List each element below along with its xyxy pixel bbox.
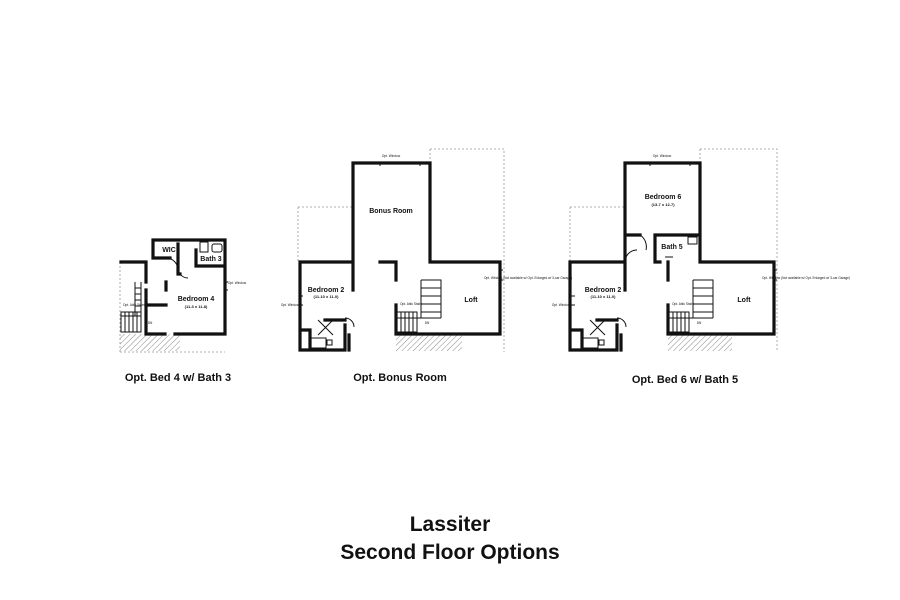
caption-bonus-room: Opt. Bonus Room (353, 372, 447, 384)
room-dims-bedroom2: (11-10 x 11-0) (314, 294, 340, 299)
room-label-bedroom2: Bedroom 2 (308, 287, 345, 294)
room-label-bedroom4: Bedroom 4 (178, 296, 215, 303)
room-dims-bedroom2: (11-10 x 11-0) (591, 294, 617, 299)
opt-window-note-right: Opt. Window (Not available w/ Opt. Enlar… (484, 276, 572, 280)
plan-bed6-bath5: Bedroom 6 (13-7 x 12-7) Bath 5 Bedroom 2… (552, 148, 850, 352)
attic-stairs-note: Opt. Attic Stairs (123, 303, 145, 307)
room-label-bath5: Bath 5 (661, 244, 683, 251)
opt-window-note-left: Opt. Window (552, 303, 571, 307)
page-title: Lassiter (409, 513, 491, 536)
room-dims-bedroom6: (13-7 x 12-7) (651, 202, 675, 207)
dn-note: DN (148, 321, 153, 325)
room-label-bedroom6: Bedroom 6 (645, 194, 682, 201)
dn-note: DN (425, 321, 430, 325)
plan-bed4-bath3: WIC Bath 3 Bedroom 4 (11-3 x 11-8) Opt. … (119, 238, 247, 353)
room-label-loft: Loft (464, 297, 478, 304)
room-label-bath3: Bath 3 (200, 256, 222, 263)
stairs (668, 279, 714, 333)
caption-bed4-bath3: Opt. Bed 4 w/ Bath 3 (124, 372, 232, 384)
opt-window-note-right: Opt. Window (Not available w/ Opt. Enlar… (762, 276, 850, 280)
attic-stairs-note: Opt. Attic Stairs (672, 302, 694, 306)
opt-window-note-top: Opt. Window (653, 154, 672, 158)
opt-window-note: Opt. Window (228, 281, 247, 285)
stairs (396, 279, 442, 333)
dn-note: DN (697, 321, 702, 325)
room-label-loft: Loft (737, 297, 751, 304)
room-label-bonus-room: Bonus Room (369, 208, 413, 215)
attic-stairs-note: Opt. Attic Stairs (400, 302, 422, 306)
room-label-wic: WIC (162, 247, 176, 254)
caption-bed6-bath5: Opt. Bed 6 w/ Bath 5 (631, 374, 739, 386)
stairs (120, 282, 142, 333)
room-dims-bedroom4: (11-3 x 11-8) (185, 304, 208, 309)
room-label-bedroom2: Bedroom 2 (585, 287, 622, 294)
page-subtitle: Second Floor Options (340, 541, 560, 564)
opt-window-note-left: Opt. Window (281, 303, 300, 307)
plan-bonus-room: Bonus Room Bedroom 2 (11-10 x 11-0) Loft… (281, 148, 572, 352)
opt-window-note-top: Opt. Window (382, 154, 401, 158)
